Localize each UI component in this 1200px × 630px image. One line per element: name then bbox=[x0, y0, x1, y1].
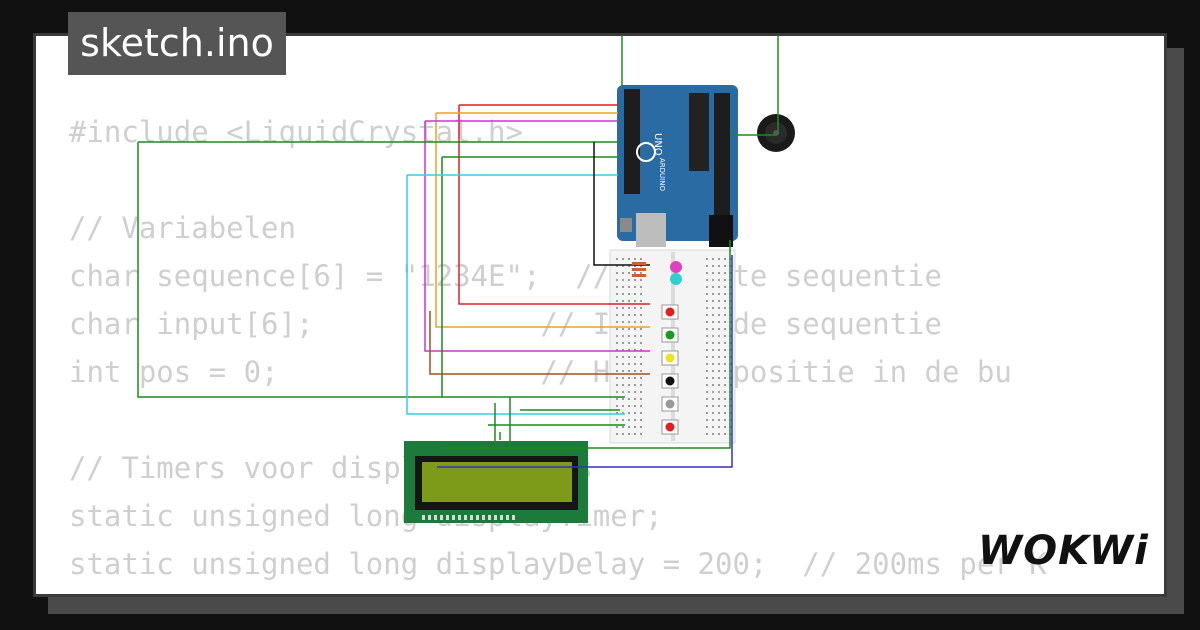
wires bbox=[137, 35, 779, 468]
button-cap bbox=[665, 376, 675, 386]
lcd-display bbox=[404, 441, 588, 523]
arduino-uno-board: UNO ARDUINO bbox=[617, 85, 738, 247]
button-cap bbox=[665, 353, 675, 363]
code-line: // Variabelen bbox=[69, 211, 296, 245]
board-label: UNO bbox=[652, 133, 663, 156]
buzzer bbox=[757, 114, 795, 152]
board-brand: ARDUINO bbox=[658, 158, 666, 191]
code-line: static unsigned long displayDelay = 200;… bbox=[69, 547, 1047, 581]
button-cap bbox=[665, 330, 675, 340]
button-cap bbox=[665, 422, 675, 432]
page-title: sketch.ino bbox=[68, 12, 286, 75]
led-column bbox=[632, 261, 682, 435]
wokwi-logo: WOKWi bbox=[978, 528, 1149, 574]
button-cap bbox=[665, 307, 675, 317]
button-cap bbox=[665, 399, 675, 409]
